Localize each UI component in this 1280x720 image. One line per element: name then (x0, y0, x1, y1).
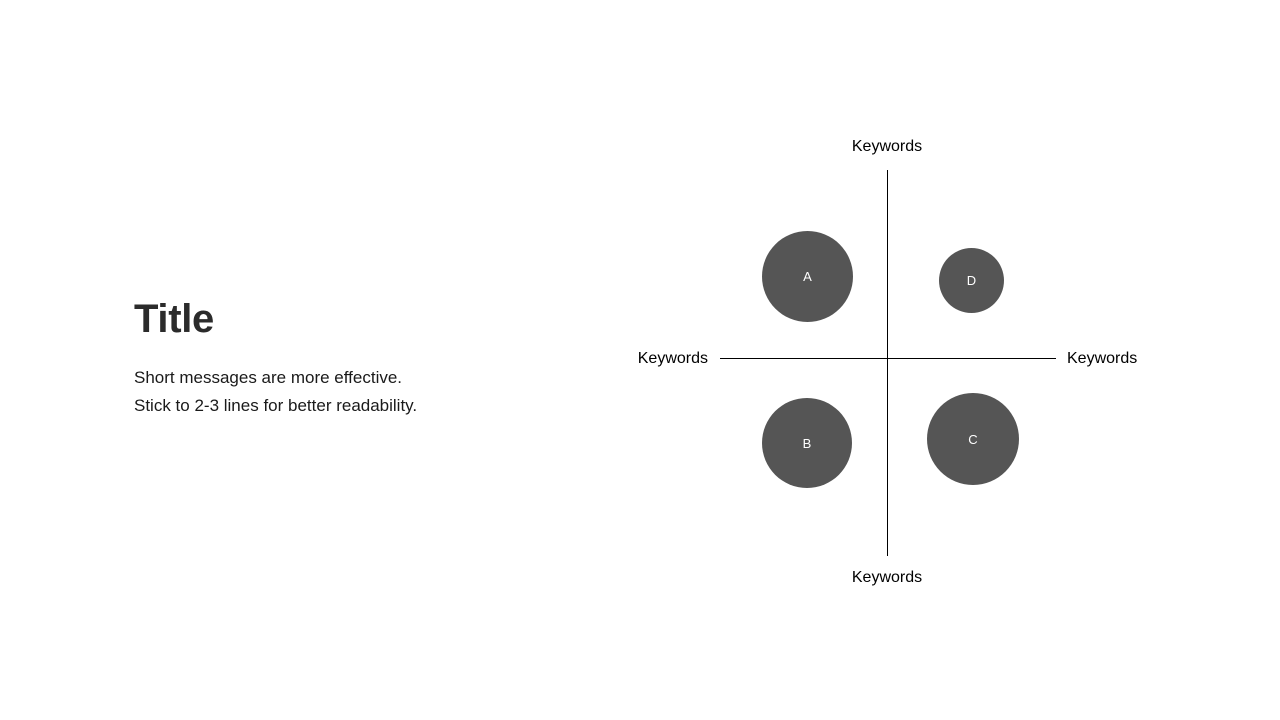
bubble-b-label: B (802, 435, 812, 451)
bubble-d[interactable]: D (939, 248, 1004, 313)
bubble-a-label: A (803, 269, 812, 284)
axis-label-left: Keywords (637, 350, 708, 367)
axis-label-top: Keywords (851, 138, 923, 155)
text-block: Title Short messages are more effective.… (134, 296, 614, 419)
horizontal-axis-line (720, 358, 1056, 359)
axis-label-bottom: Keywords (851, 569, 923, 586)
bubble-b[interactable]: B (762, 398, 852, 488)
body-line: Short messages are more effective. (134, 368, 403, 387)
body-text: Short messages are more effective. Stick… (134, 364, 614, 419)
axis-label-right: Keywords (1067, 350, 1138, 367)
quadrant-matrix-chart: Keywords Keywords Keywords Keywords A B … (600, 120, 1200, 600)
bubble-c-label: C (968, 431, 978, 447)
bubble-d-label: D (966, 273, 977, 288)
body-line: Stick to 2-3 lines for better readabilit… (134, 395, 418, 415)
vertical-axis-line (887, 170, 888, 556)
bubble-a[interactable]: A (762, 231, 853, 322)
bubble-c[interactable]: C (927, 393, 1019, 485)
page-title: Title (134, 297, 215, 341)
